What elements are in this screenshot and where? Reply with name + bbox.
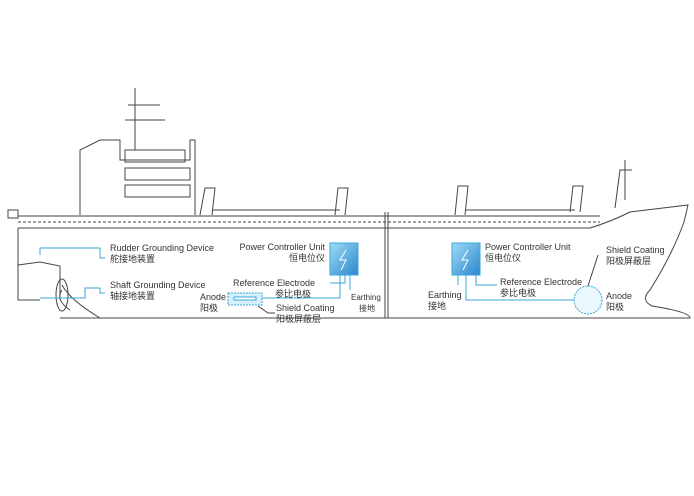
earth-aft-zh: 接地 bbox=[359, 304, 375, 313]
anode-aft-zh: 阳极 bbox=[200, 303, 219, 313]
pcu-aft-zh: 恒电位仪 bbox=[288, 253, 325, 263]
earth-fwd-zh: 接地 bbox=[428, 301, 447, 311]
earth-fwd-en: Earthing bbox=[428, 290, 462, 300]
ref-fwd-zh: 参比电极 bbox=[500, 288, 537, 298]
shield-aft-zh: 阳极屏蔽层 bbox=[276, 314, 322, 324]
power-controller-unit-aft bbox=[329, 242, 359, 276]
shield-fwd-zh: 阳极屏蔽层 bbox=[606, 256, 652, 266]
pcu-fwd-zh: 恒电位仪 bbox=[485, 253, 522, 263]
rudder-en: Rudder Grounding Device bbox=[110, 243, 215, 253]
ref-aft-zh: 参比电极 bbox=[275, 289, 312, 299]
anode-fwd-en: Anode bbox=[606, 291, 633, 301]
shaft-zh: 轴接地装置 bbox=[110, 291, 156, 301]
anode-fwd-zh: 阳极 bbox=[606, 302, 625, 312]
anode-aft-en: Anode bbox=[200, 292, 227, 302]
hull-outline bbox=[7, 88, 691, 319]
earth-aft-label: Earthing 接地 bbox=[351, 292, 381, 314]
fwd-system bbox=[451, 242, 603, 315]
ref-aft-en: Reference Electrode bbox=[233, 278, 316, 288]
pcu-fwd-en: Power Controller Unit bbox=[485, 242, 571, 252]
power-controller-unit-fwd bbox=[451, 242, 481, 276]
earth-aft-en: Earthing bbox=[351, 293, 381, 302]
aft-system bbox=[39, 242, 359, 314]
shaft-en: Shaft Grounding Device bbox=[110, 280, 206, 290]
shield-aft-en: Shield Coating bbox=[276, 303, 335, 313]
pcu-aft-en: Power Controller Unit bbox=[239, 242, 325, 252]
ref-fwd-en: Reference Electrode bbox=[500, 277, 583, 287]
rudder-zh: 舵接地装置 bbox=[110, 254, 156, 264]
anode-fwd bbox=[573, 285, 603, 315]
shield-fwd-en: Shield Coating bbox=[606, 245, 665, 255]
